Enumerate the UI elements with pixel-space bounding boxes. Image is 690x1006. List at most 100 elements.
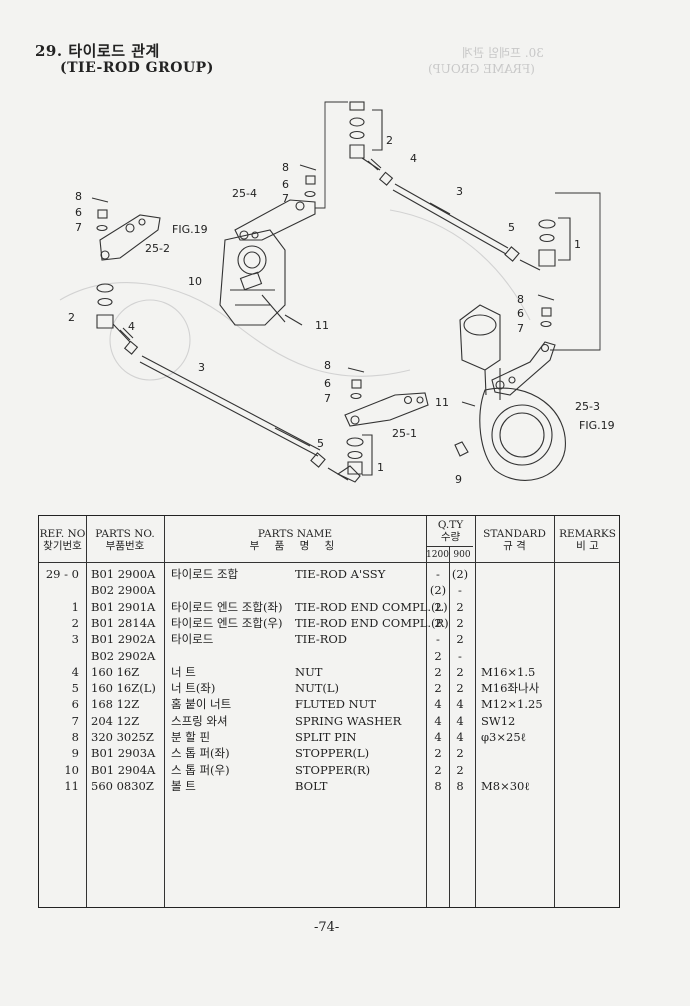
- bracket-1-right: [558, 217, 571, 261]
- bolt-11-right: [461, 401, 476, 407]
- cell-q1: -: [436, 632, 440, 647]
- cell-kr: 분 할 핀: [171, 730, 211, 744]
- cell-kr: 너 트(좌): [171, 681, 216, 696]
- header-parts-no: PARTS NO.부품번호: [95, 528, 155, 552]
- callout-label: 25-4: [232, 187, 257, 200]
- cell-pn: 320 3025Z: [91, 730, 154, 744]
- cell-en: TIE-ROD END COMPL.(L): [295, 599, 448, 614]
- cell-q2: 4: [456, 697, 464, 712]
- cell-q2: 4: [456, 713, 464, 728]
- col-divider: [164, 516, 165, 907]
- pin-nut-washer-groups: [91, 164, 555, 400]
- cell-std: M12×1.25: [481, 697, 543, 712]
- callout-label: 3: [456, 185, 463, 198]
- tie-rod-end-left-upper: [96, 283, 134, 343]
- cell-pn: B01 2904A: [91, 762, 156, 777]
- callout-label: 6: [324, 377, 331, 390]
- callout-label: FIG.19: [172, 223, 208, 236]
- cell-q1: 8: [434, 778, 442, 793]
- qty-header-divider: [426, 546, 473, 547]
- tie-rod-end-left-lower: [327, 437, 364, 483]
- callout-label: 25-3: [575, 400, 600, 413]
- nut-left-lower: [310, 452, 326, 468]
- cell-ref: 4: [71, 664, 79, 679]
- cell-pn: B02 2900A: [91, 583, 156, 598]
- cell-q1: -: [436, 567, 440, 581]
- callout-label: 2: [68, 311, 75, 324]
- col-divider: [426, 516, 427, 907]
- steering-arm-lower: [344, 392, 429, 427]
- callout-label: 7: [75, 221, 82, 234]
- header-divider: [39, 562, 619, 563]
- header-qty-1200: 1200: [426, 550, 449, 560]
- cell-q1: 2: [434, 762, 442, 777]
- cell-q2: 2: [456, 762, 464, 777]
- callout-label: 4: [128, 320, 135, 333]
- cell-q1: 2: [434, 599, 442, 614]
- header-qty-900: 900: [453, 550, 471, 560]
- callout-label: 25-1: [392, 427, 417, 440]
- cell-q2: 2: [456, 746, 464, 761]
- callout-label: 1: [574, 238, 581, 251]
- cell-q1: (2): [429, 583, 447, 598]
- cell-q1: 2: [434, 746, 442, 761]
- callout-label: 7: [517, 322, 524, 335]
- cell-kr: 스프링 와셔: [171, 713, 228, 728]
- cell-en: NUT: [295, 664, 323, 679]
- cell-q1: 2: [434, 664, 442, 679]
- callout-label: 7: [324, 392, 331, 405]
- cell-pn: B01 2902A: [91, 632, 156, 647]
- bleed-through-title-kr: 30. 프레임 관계: [462, 46, 544, 60]
- cell-pn: 160 16Z(L): [91, 681, 156, 696]
- callout-label: 5: [508, 221, 515, 234]
- cell-pn: B01 2900A: [91, 567, 156, 581]
- cell-q2: 2: [456, 615, 464, 630]
- cell-en: STOPPER(L): [295, 746, 370, 761]
- callout-label: 4: [410, 152, 417, 165]
- cell-ref: 7: [71, 713, 79, 728]
- cell-kr: 타이로드 엔드 조합(좌): [171, 599, 283, 614]
- exploded-parts-diagram: 8 6 7 25-2 2 4 3 FIG.19 10 25-4 11 2 4 3…: [59, 101, 615, 486]
- cell-en: FLUTED NUT: [295, 697, 377, 712]
- cell-ref: 6: [71, 697, 79, 712]
- cell-pn: 168 12Z: [91, 697, 140, 712]
- cell-std: M16좌나사: [481, 681, 540, 696]
- cell-std: SW12: [481, 713, 516, 728]
- tie-rod-end-right-upper: [349, 101, 382, 171]
- cell-en: TIE-ROD A'SSY: [295, 567, 386, 581]
- cell-en: TIE-ROD: [295, 632, 348, 647]
- cell-q1: 4: [434, 697, 442, 712]
- callout-label: 8: [517, 293, 524, 306]
- col-divider: [554, 516, 555, 907]
- cell-en: SPLIT PIN: [295, 730, 357, 744]
- cell-kr: 볼 트: [171, 778, 196, 793]
- table-row: B02 2900A (2)-: [39, 582, 619, 598]
- steering-arm-left: [99, 214, 161, 261]
- section-title-en: (TIE-ROD GROUP): [60, 60, 214, 76]
- cell-q2: 4: [456, 730, 464, 744]
- callout-label: 25-2: [145, 242, 170, 255]
- cell-en: BOLT: [295, 778, 328, 793]
- callout-label: 8: [324, 359, 331, 372]
- cell-pn: 560 0830Z: [91, 778, 154, 793]
- tie-rod-right: [392, 183, 509, 255]
- nut-right: [378, 171, 394, 186]
- cell-en: TIE-ROD END COMPL.(R): [295, 615, 449, 630]
- cell-q1: 4: [434, 730, 442, 744]
- page-number: -74-: [314, 920, 340, 935]
- cell-pn: 204 12Z: [91, 713, 140, 728]
- cell-en: SPRING WASHER: [295, 713, 402, 728]
- cell-ref: 9: [71, 746, 79, 761]
- tie-rod-end-right-lower: [519, 219, 556, 271]
- stopper: [454, 441, 469, 457]
- cell-q2: -: [458, 583, 462, 598]
